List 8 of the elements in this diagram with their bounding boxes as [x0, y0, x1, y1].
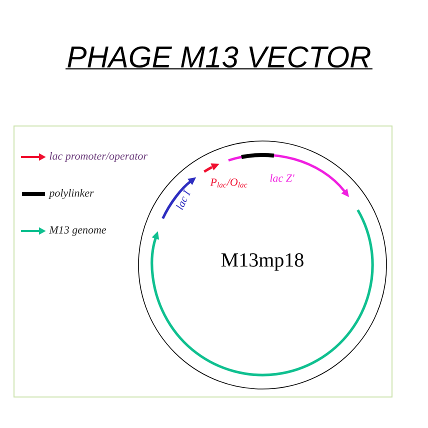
gene-label: lac Z' [270, 174, 294, 182]
promoter-label: P$_{lac}$/O$_{lac}$ [210, 178, 248, 188]
legend-text: lac promoter/operator [50, 152, 148, 162]
gene-label: lac I [176, 189, 190, 210]
plasmid-name: M13mp18 [221, 253, 304, 271]
legend-text: polylinker [48, 189, 94, 199]
title: PHAGE M13 VECTOR [68, 46, 370, 68]
legend-text: M13 genome [49, 226, 106, 236]
